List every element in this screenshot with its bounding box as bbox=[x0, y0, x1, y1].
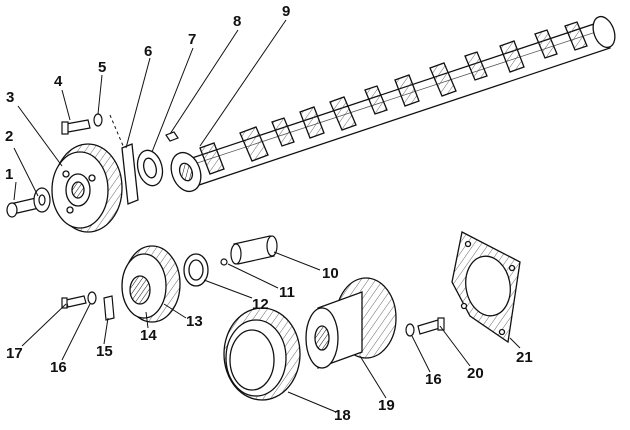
gear-bolt bbox=[61, 119, 91, 135]
callout-20: 20 bbox=[467, 365, 484, 382]
callout-19: 19 bbox=[378, 397, 395, 414]
callout-4: 4 bbox=[54, 73, 63, 90]
callout-14: 14 bbox=[140, 327, 157, 344]
callout-5: 5 bbox=[98, 59, 107, 76]
callout-17: 17 bbox=[6, 345, 23, 362]
ring-washer bbox=[183, 253, 209, 287]
camshaft bbox=[170, 15, 616, 193]
callout-18: 18 bbox=[334, 407, 351, 424]
small-bolt-right bbox=[417, 317, 445, 335]
thrust-plate bbox=[121, 143, 139, 205]
lock-washer bbox=[93, 113, 103, 127]
pump-drive-gear bbox=[305, 277, 397, 369]
intermediate-gear bbox=[121, 245, 181, 323]
callout-11: 11 bbox=[279, 284, 295, 301]
small-washer-left bbox=[87, 291, 97, 305]
shaft-pin bbox=[220, 258, 228, 266]
callout-12: 12 bbox=[252, 296, 269, 313]
callout-3: 3 bbox=[6, 89, 15, 106]
leader-lines bbox=[13, 19, 521, 413]
callout-2: 2 bbox=[5, 128, 14, 145]
center-washer bbox=[33, 187, 51, 213]
small-bolt-left bbox=[61, 295, 87, 309]
small-washer-right bbox=[405, 323, 415, 337]
callout-10: 10 bbox=[322, 265, 339, 282]
cover-gasket bbox=[451, 231, 521, 344]
callout-16-left: 16 bbox=[50, 359, 67, 376]
callout-7: 7 bbox=[188, 31, 197, 48]
callout-1: 1 bbox=[5, 166, 14, 183]
callout-13: 13 bbox=[186, 313, 203, 330]
key-part bbox=[165, 131, 179, 142]
callout-8: 8 bbox=[233, 13, 242, 30]
lock-plate bbox=[103, 295, 115, 321]
callout-15: 15 bbox=[96, 343, 113, 360]
thrust-washer bbox=[136, 149, 164, 187]
callout-21: 21 bbox=[516, 349, 533, 366]
ring-gear bbox=[223, 307, 301, 401]
drive-shaft bbox=[230, 235, 278, 265]
callout-6: 6 bbox=[144, 43, 153, 60]
camshaft-gear bbox=[51, 143, 123, 233]
callout-9: 9 bbox=[282, 3, 291, 20]
callout-16-right: 16 bbox=[425, 371, 442, 388]
center-bolt bbox=[6, 197, 40, 218]
